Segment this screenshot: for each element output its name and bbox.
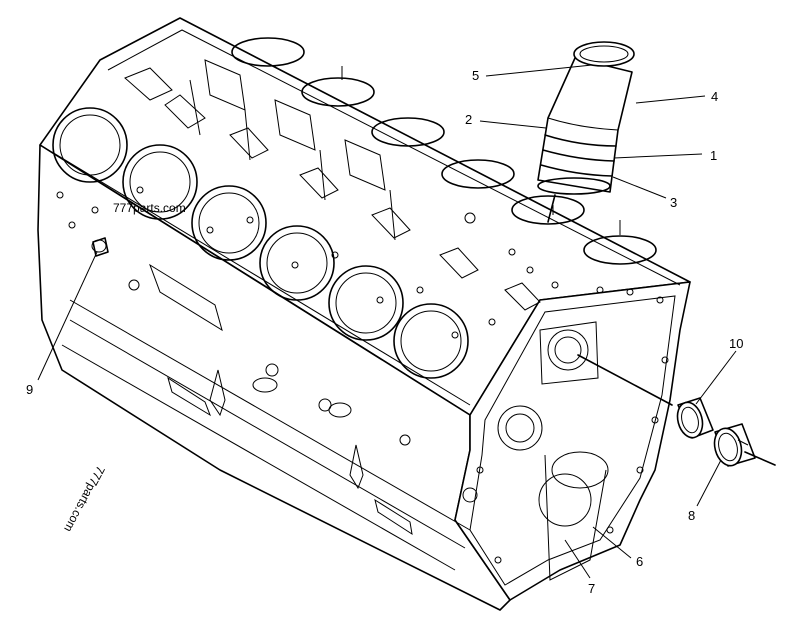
plug-part-8 — [713, 423, 756, 467]
bore-5 — [328, 265, 404, 341]
plug-part-9 — [91, 237, 109, 257]
bolt-holes — [56, 186, 669, 564]
valley-pockets — [124, 59, 541, 311]
svg-text:5: 5 — [472, 68, 479, 83]
liner-seal-ring-1 — [544, 134, 617, 147]
svg-text:2: 2 — [465, 112, 472, 127]
watermark-bottom: 777parts.com — [61, 464, 107, 535]
rear-assembly-line — [577, 354, 673, 406]
callout-4: 4 — [635, 89, 718, 104]
liner-seal-ring-3 — [540, 164, 613, 177]
callout-1: 1 — [613, 148, 717, 163]
bore-1 — [52, 107, 128, 183]
plug-part-10 — [676, 397, 714, 439]
front-assembly-line — [744, 451, 776, 466]
bore-6 — [393, 303, 469, 379]
block-rear-face — [454, 281, 691, 601]
svg-text:1: 1 — [710, 148, 717, 163]
svg-text:9: 9 — [26, 382, 33, 397]
cylinder-bores-right-bank — [231, 37, 657, 265]
cylinder-bores-left-bank — [52, 107, 469, 379]
side-bosses — [128, 263, 413, 536]
cylinder-liner — [537, 41, 635, 223]
svg-text:6: 6 — [636, 554, 643, 569]
rear-face-features — [462, 321, 609, 581]
callouts: 1 2 3 4 5 6 7 8 — [26, 64, 743, 596]
callout-2: 2 — [465, 112, 547, 129]
engine-block — [37, 17, 691, 611]
callout-6: 6 — [592, 526, 643, 569]
svg-text:7: 7 — [588, 581, 595, 596]
liner-seal-ring-2 — [542, 149, 615, 162]
callout-10: 10 — [695, 336, 743, 405]
liner-body — [537, 57, 633, 193]
svg-text:8: 8 — [688, 508, 695, 523]
callout-8: 8 — [688, 459, 722, 523]
bore-2 — [122, 144, 198, 220]
svg-text:10: 10 — [729, 336, 743, 351]
callout-7: 7 — [564, 539, 595, 596]
callout-5: 5 — [472, 64, 593, 83]
liner-install-line — [547, 194, 556, 223]
bore-4 — [259, 225, 335, 301]
bore-3 — [191, 185, 267, 261]
callout-3: 3 — [612, 176, 677, 210]
svg-text:4: 4 — [711, 89, 718, 104]
watermark-top: 777parts.com — [113, 201, 186, 215]
svg-text:3: 3 — [670, 195, 677, 210]
callout-9: 9 — [26, 251, 98, 397]
